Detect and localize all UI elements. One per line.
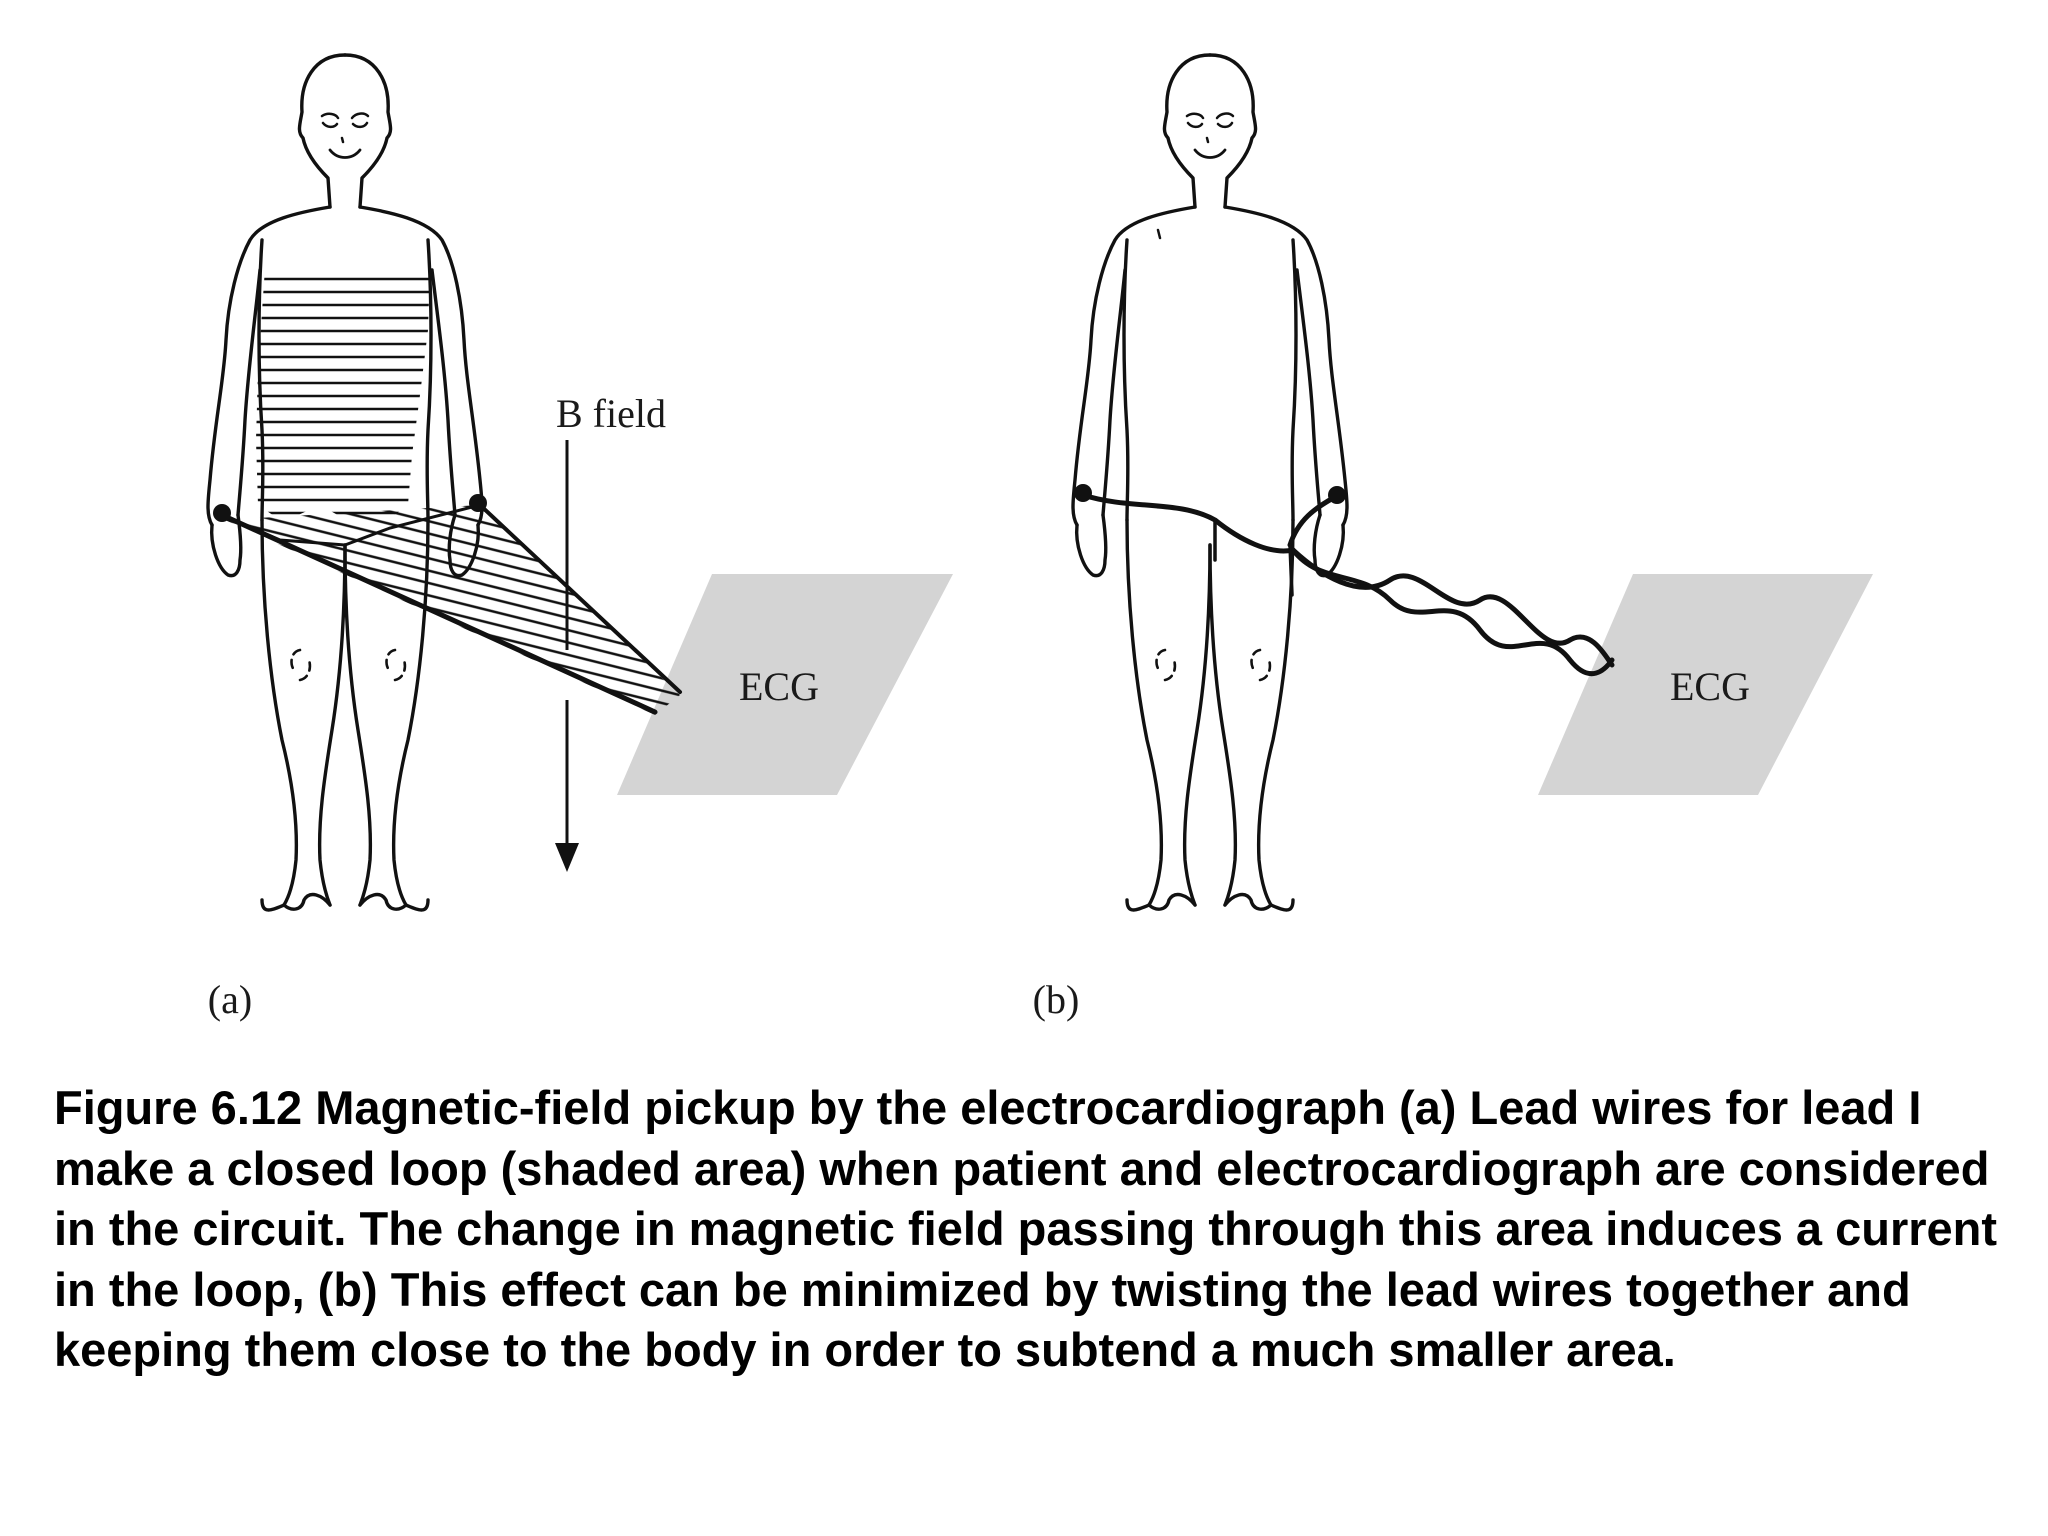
electrode-right-arm-b — [1074, 484, 1092, 502]
figure-illustration: ECG — [206, 53, 1873, 1022]
ecg-label-a: ECG — [739, 664, 819, 709]
ecg-device-b — [1538, 574, 1873, 795]
figure-caption: Figure 6.12 Magnetic-field pickup by the… — [54, 1081, 1998, 1376]
panel-b-label: (b) — [1033, 977, 1080, 1022]
person-a — [206, 53, 484, 912]
b-field-arrow — [555, 440, 579, 872]
electrode-left-arm-a — [469, 494, 487, 512]
electrode-right-arm-a — [213, 504, 231, 522]
loop-area-wires — [225, 505, 680, 715]
lead-wires-a — [219, 503, 682, 715]
ecg-label-b: ECG — [1670, 664, 1750, 709]
b-field-label: B field — [556, 391, 666, 436]
ecg-device-a — [617, 574, 953, 795]
panel-a: ECG — [206, 53, 953, 1022]
person-b — [1071, 53, 1349, 912]
panel-b: ECG — [1033, 53, 1873, 1022]
lead-wires-b — [1080, 492, 1615, 677]
electrode-left-arm-b — [1328, 486, 1346, 504]
panel-a-label: (a) — [208, 977, 252, 1022]
loop-area-torso — [256, 268, 430, 522]
